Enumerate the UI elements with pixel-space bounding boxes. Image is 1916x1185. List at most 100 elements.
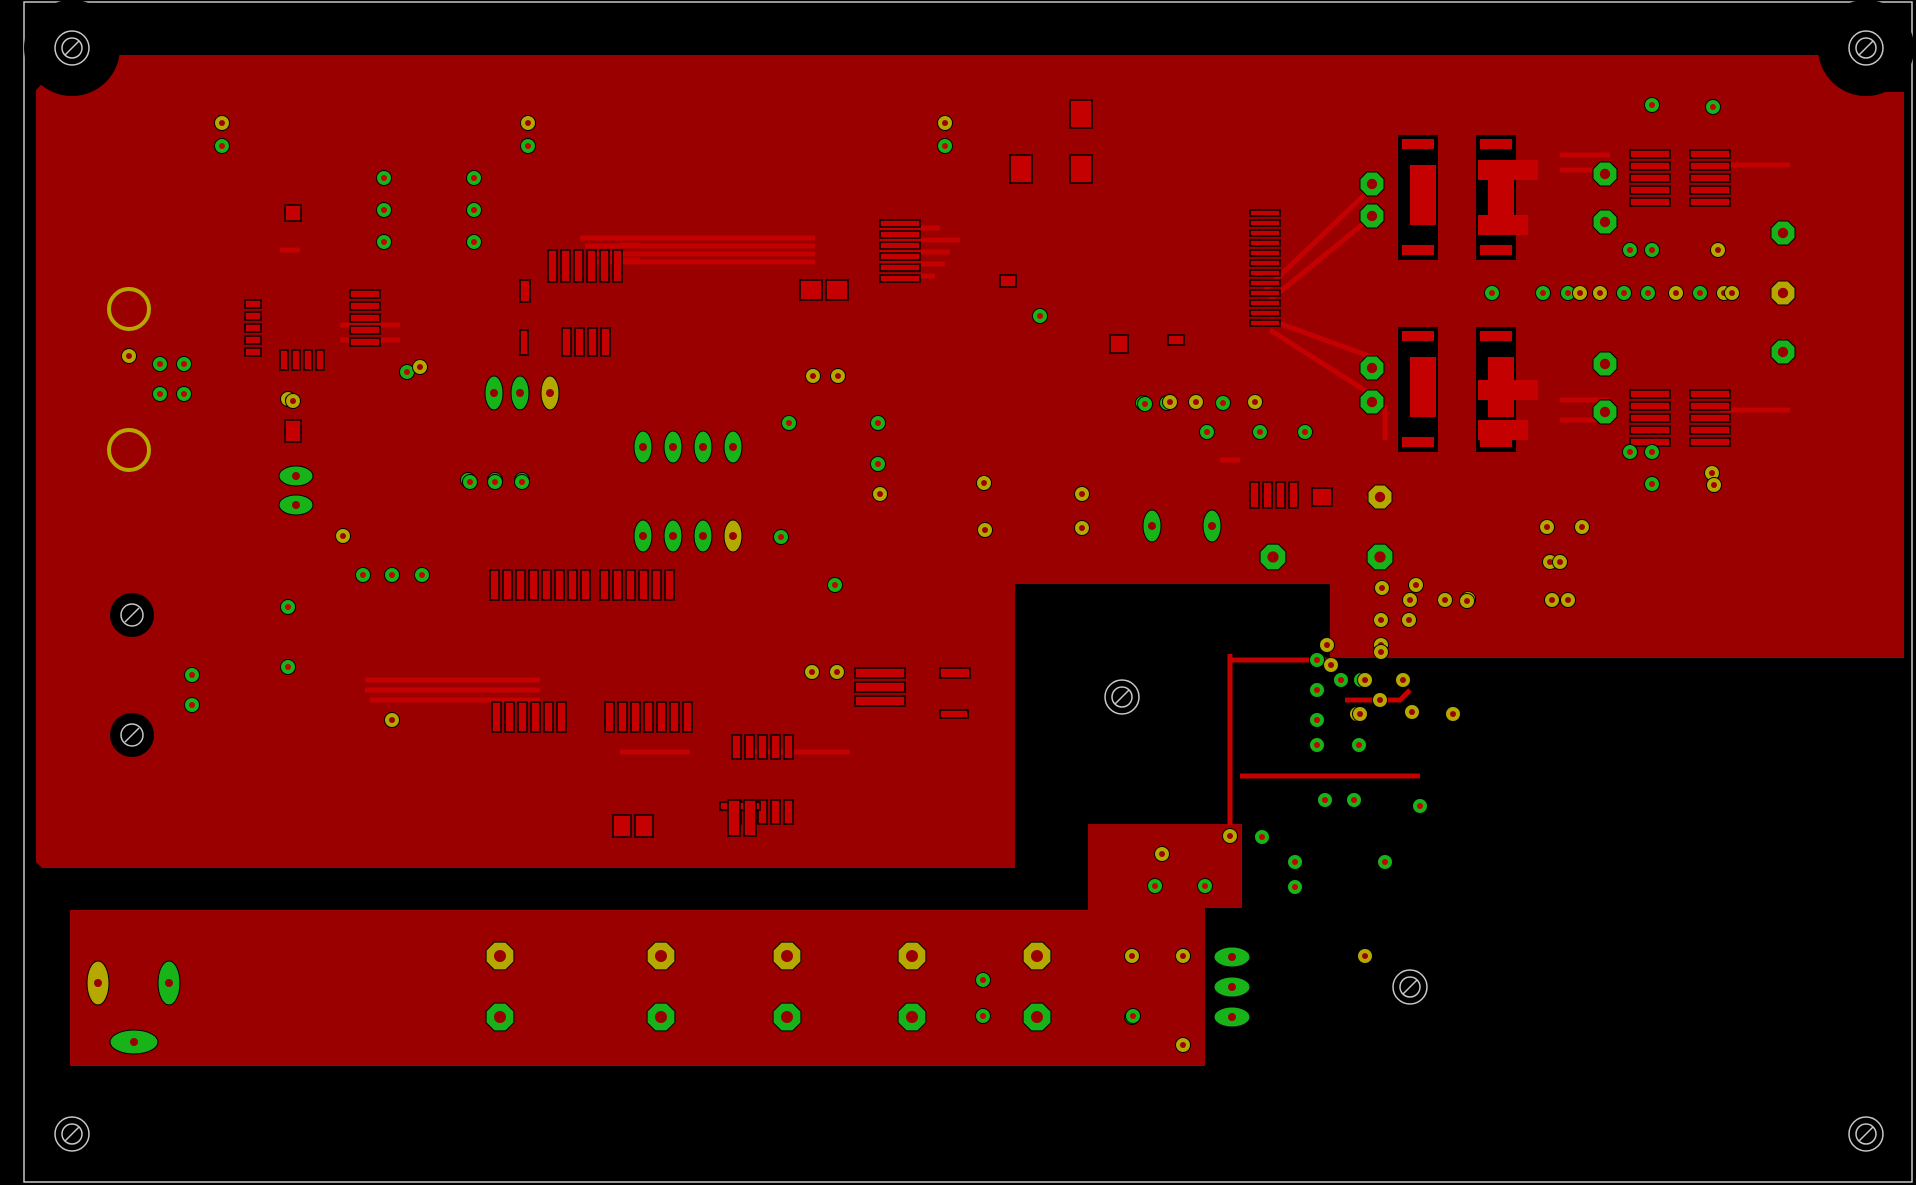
smd-pad [643,701,654,733]
pad-drill [1267,551,1279,563]
smd-component [519,329,529,356]
smd-pad [879,219,921,228]
smd-component [604,701,693,733]
via-drill [471,239,477,245]
pad-drill [1374,551,1386,563]
via-drill [285,664,291,670]
smd-pad [1009,154,1033,184]
smd-pad [502,569,513,601]
via-drill [832,582,838,588]
smd-pad [1689,149,1731,159]
pad-drill [165,979,173,987]
pad-drill [130,1038,138,1046]
pad-drill [1777,287,1789,299]
smd-pad [1288,481,1299,509]
smd-pad [543,701,554,733]
smd-pad [574,327,585,357]
pad-drill [1599,358,1611,370]
mounting-hole-mark [1858,1126,1874,1142]
smd-pad [612,249,623,283]
via-drill [1409,709,1415,715]
smd-pad [284,419,302,443]
smd-pad [489,569,500,601]
via-drill [1378,617,1384,623]
via-drill [778,534,784,540]
smd-component [284,419,302,443]
mounting-hole-ring [1855,37,1877,59]
smd-pad [1275,481,1286,509]
smd-pad [1069,154,1093,184]
smd-pad [939,709,969,719]
pad-drill [729,532,737,540]
via-drill [1450,711,1456,717]
smd-pad [727,799,741,837]
smd-component [244,299,262,357]
via-drill [1351,797,1357,803]
smd-pad [744,734,755,760]
smd-pad [599,249,610,283]
via-drill [1709,470,1715,476]
via-drill [1400,677,1406,683]
via-drill [1130,1013,1136,1019]
smd-pad [1629,197,1671,207]
via-drill [1292,859,1298,865]
smd-component [612,814,654,838]
via-drill [189,672,195,678]
smd-pad [1249,481,1260,509]
smd-component [599,569,675,601]
copper-trace [1560,152,1610,423]
pad-drill [906,950,918,962]
smd-pad [757,734,768,760]
large-pad-ring [107,428,151,472]
via-drill [982,527,988,533]
smd-component [999,274,1017,288]
copper-pour-main [36,55,1904,868]
mounting-hole-mark [1858,40,1874,56]
smd-component [1069,99,1093,129]
pad-drill [655,950,667,962]
via-drill [492,479,498,485]
via-drill [1549,597,1555,603]
smd-pad [567,569,578,601]
via-drill [1314,717,1320,723]
via-drill [419,572,425,578]
via-drill [471,207,477,213]
smd-pad [939,667,971,679]
smd-pad [1249,289,1281,297]
smd-pad [879,252,921,261]
via-drill [1259,834,1265,840]
smd-pad [757,799,768,825]
via-drill [1362,677,1368,683]
smd-pad [1689,197,1731,207]
via-drill [1193,399,1199,405]
smd-pad [799,279,823,301]
fet-pad [1402,331,1434,341]
smd-pad [315,349,325,371]
via-drill [942,143,948,149]
smd-pad [349,289,381,299]
smd-pad [1249,239,1281,247]
smd-pad [664,569,675,601]
smd-component [731,734,794,760]
smd-pad [560,249,571,283]
pad-drill [1599,406,1611,418]
via-drill [1129,953,1135,959]
copper-trace [580,235,815,265]
pad-drill [94,979,102,987]
mounting-hole-mark [64,1126,80,1142]
via-drill [219,120,225,126]
smd-component [1689,149,1731,207]
smd-component [1109,334,1129,354]
smd-pad [1689,185,1731,195]
pad-drill [669,443,677,451]
via-drill [1037,313,1043,319]
via-drill [1322,797,1328,803]
mounting-hole-ring [1111,686,1133,708]
board-outline [23,1,1913,1183]
smd-pad [349,301,381,311]
via-drill [525,120,531,126]
smd-component [279,349,325,371]
smd-pad [517,701,528,733]
